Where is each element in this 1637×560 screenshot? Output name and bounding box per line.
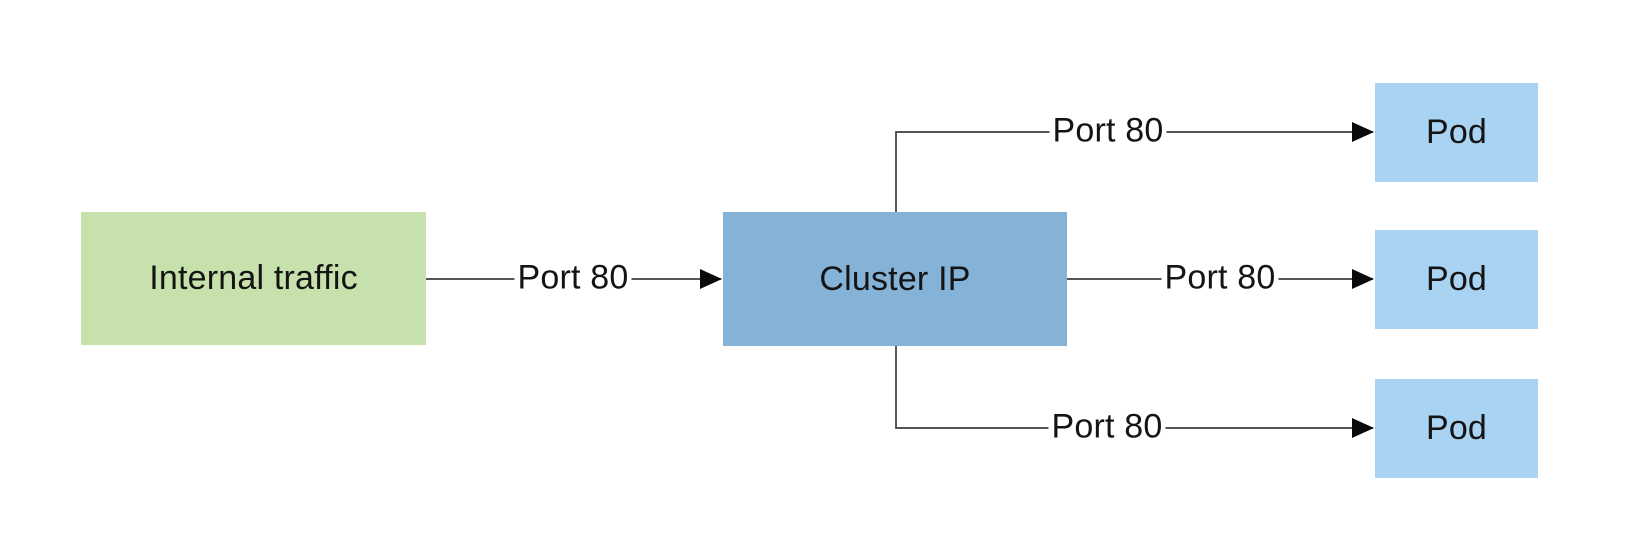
edge-clusterip-to-pod-3 xyxy=(895,346,1374,438)
cluster-ip-label: Cluster IP xyxy=(819,259,971,298)
pod-node-1: Pod xyxy=(1375,83,1538,182)
pod-label: Pod xyxy=(1425,260,1488,298)
internal-traffic-label: Internal traffic xyxy=(149,259,358,297)
edge-label-port-80: Port 80 xyxy=(1049,112,1167,150)
edge-label-port-80: Port 80 xyxy=(1048,408,1166,446)
internal-traffic-node: Internal traffic xyxy=(81,212,426,345)
edge-label-port-80: Port 80 xyxy=(1161,259,1279,297)
edge-label-port-80: Port 80 xyxy=(514,259,632,297)
pod-node-2: Pod xyxy=(1375,230,1538,329)
pod-label: Pod xyxy=(1425,113,1488,151)
pod-label: Pod xyxy=(1425,409,1488,447)
pod-node-3: Pod xyxy=(1375,379,1538,478)
edge-clusterip-to-pod-1 xyxy=(895,122,1374,212)
cluster-ip-node: Cluster IP xyxy=(723,212,1067,346)
